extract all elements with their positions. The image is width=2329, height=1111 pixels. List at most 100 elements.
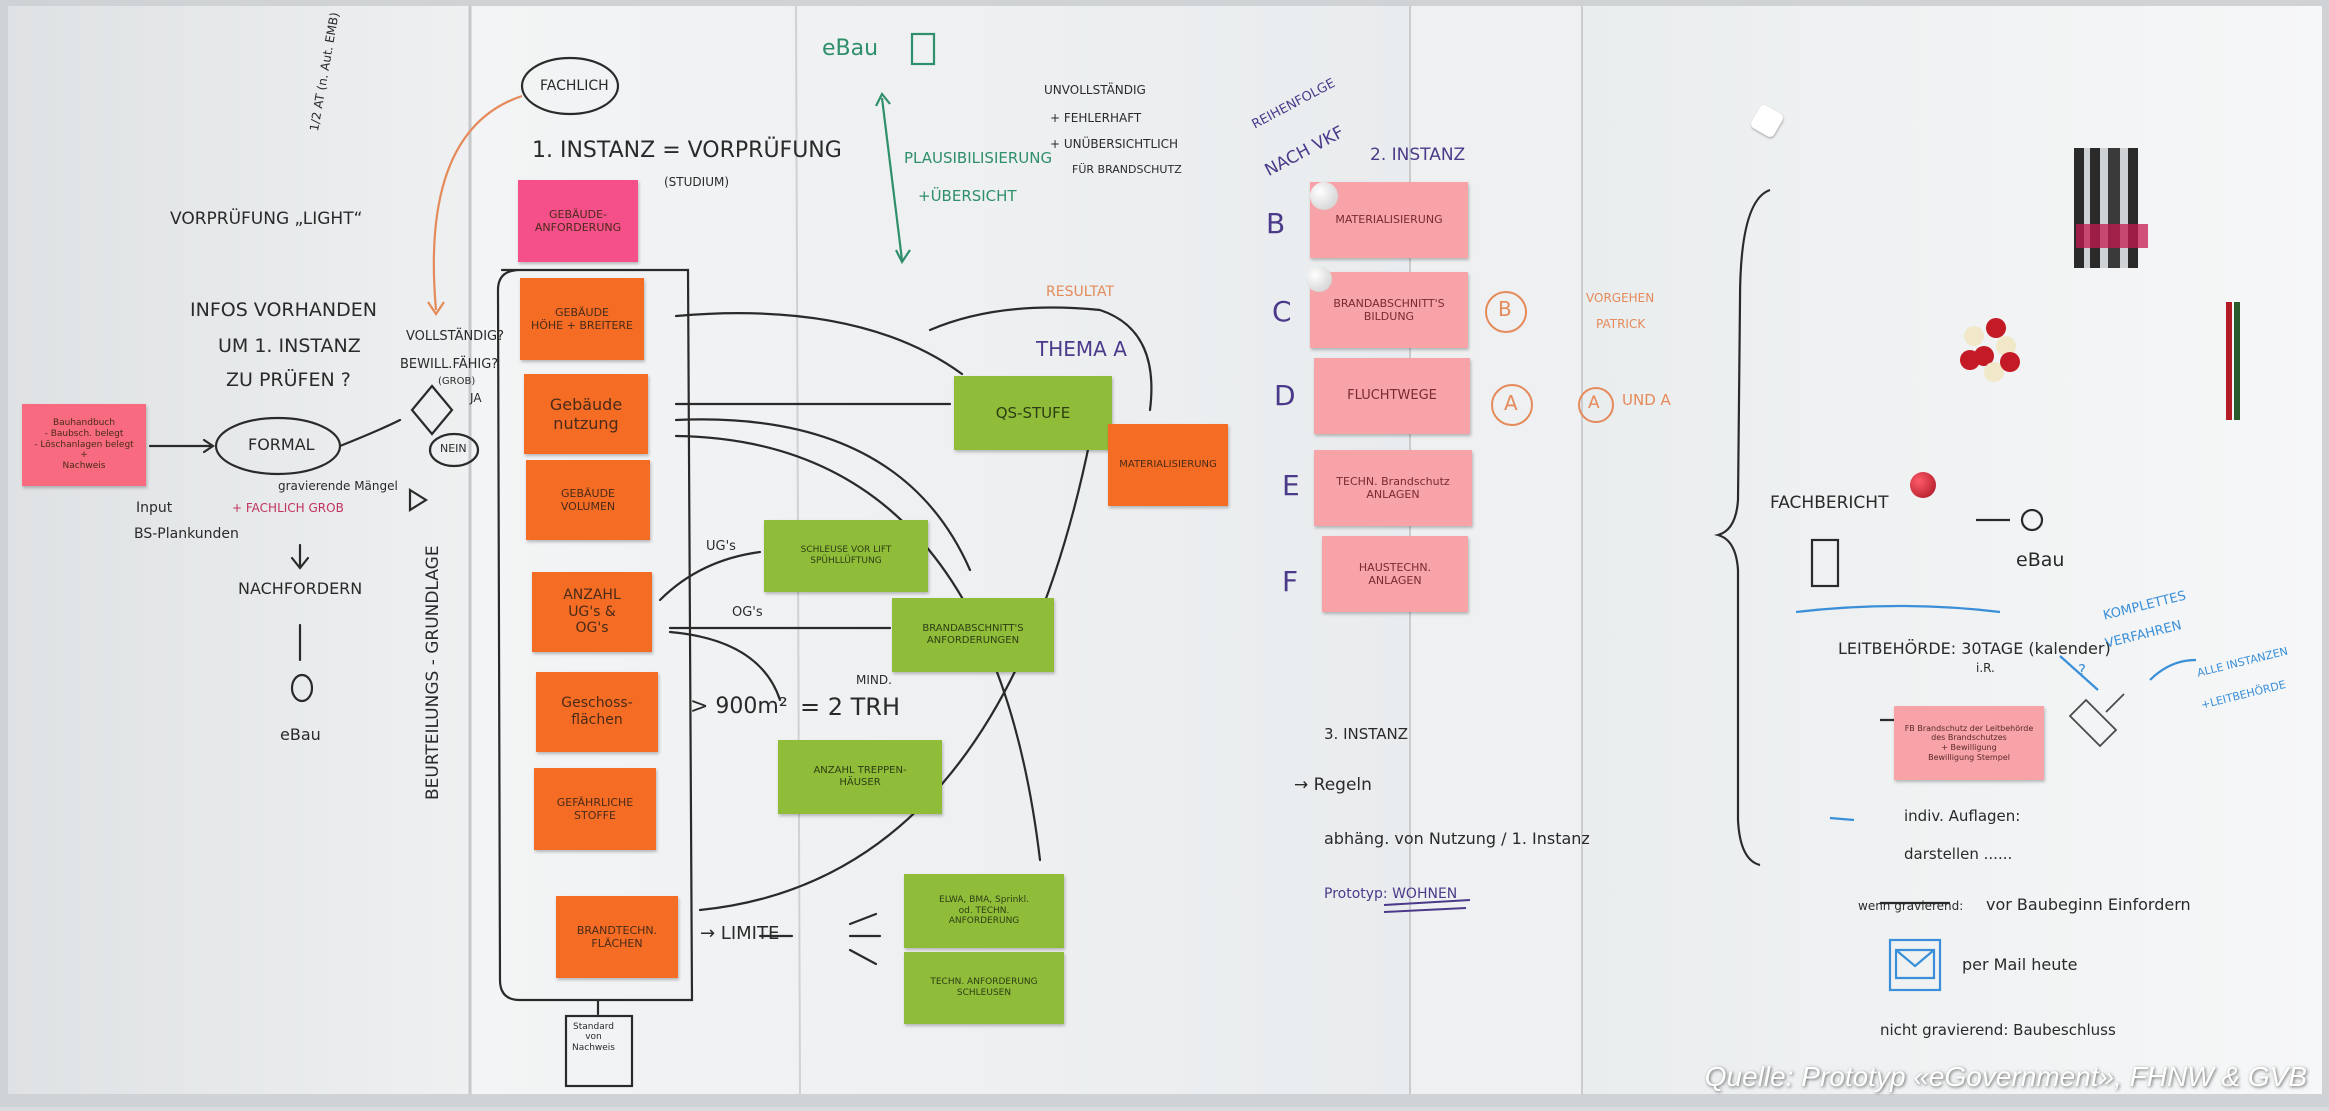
darstellen-label: darstellen ...... — [1904, 845, 2013, 863]
mind-label: MIND. — [856, 673, 892, 687]
vorgehen-label: VORGEHEN — [1586, 291, 1655, 305]
magnet-cluster — [1960, 350, 1980, 370]
sticky-brandabschnitt-anforderungen: BRANDABSCHNITT'S ANFORDERUNGEN — [892, 598, 1054, 672]
vor-baubeginn-label: vor Baubeginn Einfordern — [1986, 895, 2191, 914]
unvollstaendig-2: + FEHLERHAFT — [1050, 111, 1142, 125]
letter-b: B — [1266, 207, 1286, 240]
red-pen — [2226, 302, 2232, 420]
ogs-label: OG's — [732, 605, 763, 620]
magnet-cluster — [1984, 362, 2004, 382]
sticky-brandtechn-flaechen: BRANDTECHN. FLÄCHEN — [556, 896, 678, 978]
sticky-fluchtwege: FLUCHTWEGE — [1314, 358, 1470, 434]
letter-e: E — [1282, 469, 1300, 502]
studium-label: (STUDIUM) — [664, 175, 730, 189]
nachfordern-label: NACHFORDERN — [238, 579, 363, 598]
marker-holder — [2074, 148, 2148, 268]
letter-f: F — [1282, 565, 1299, 598]
input-label: Input — [136, 500, 173, 516]
infos-question-2: UM 1. INSTANZ — [218, 335, 361, 357]
beurteilungs-grundlage-label: BEURTEILUNGS - GRUNDLAGE — [423, 545, 443, 800]
abhaengig-label: abhäng. von Nutzung / 1. Instanz — [1324, 829, 1590, 848]
sticky-note-bauhandbuch: Bauhandbuch - Baubsch. belegt - Löschanl… — [22, 404, 146, 486]
thema-a-label: THEMA A — [1036, 337, 1127, 361]
instanz3-heading: 3. INSTANZ — [1324, 725, 1409, 743]
ebau-top-label: eBau — [822, 36, 879, 61]
instanz1-heading: 1. INSTANZ = VORPRÜFUNG — [532, 138, 842, 163]
sticky-geschossflaechen: Geschoss- flächen — [536, 672, 658, 752]
sticky-techn-schleusen: TECHN. ANFORDERUNG SCHLEUSEN — [904, 952, 1064, 1024]
standard-nachweis-label: Standard von Nachweis — [572, 1022, 615, 1053]
ebau-right-label: eBau — [2016, 549, 2065, 571]
ja-label: JA — [470, 391, 482, 405]
sticky-qs-stufe: QS-STUFE — [954, 376, 1112, 450]
sticky-haustechn-anlagen: HAUSTECHN. ANLAGEN — [1322, 536, 1468, 612]
regeln-label: → Regeln — [1294, 775, 1372, 795]
und-a-label: UND A — [1622, 391, 1671, 409]
leitbehoerde-label: LEITBEHÖRDE: 30TAGE (kalender) — [1838, 639, 2111, 658]
circle-b-label: B — [1498, 297, 1512, 321]
sticky-materialisierung: MATERIALISIERUNG — [1108, 424, 1228, 506]
limite-label: → LIMITE — [700, 923, 780, 944]
infos-question-3: ZU PRÜFEN ? — [226, 369, 351, 391]
nein-label: NEIN — [440, 442, 467, 455]
ebau-left-label: eBau — [280, 725, 321, 744]
bewill-label: BEWILL.FÄHIG? — [400, 357, 499, 372]
sticky-fb-brandschutz-stempel: FB Brandschutz der Leitbehörde des Brand… — [1894, 706, 2044, 780]
circle-a1-label: A — [1504, 391, 1518, 415]
magnet-cluster — [2000, 352, 2020, 372]
sticky-anzahl-treppenhaeuser: ANZAHL TREPPEN- HÄUSER — [778, 740, 942, 814]
uebersicht-label: +ÜBERSICHT — [918, 187, 1017, 205]
sticky-gebaeude-volumen: GEBÄUDE VOLUMEN — [526, 460, 650, 540]
magnet-cluster — [1964, 326, 1984, 346]
fachbericht-label: FACHBERICHT — [1770, 493, 1889, 513]
sticky-techn-brandschutz-anlagen: TECHN. Brandschutz ANLAGEN — [1314, 450, 1472, 526]
unvollstaendig-4: FÜR BRANDSCHUTZ — [1072, 163, 1182, 176]
gt-900-label: > 900m² — [690, 694, 788, 719]
magnet-cluster — [1996, 336, 2016, 356]
sticky-schleuse-lift: SCHLEUSE VOR LIFT SPÜHLLÜFTUNG — [764, 520, 928, 592]
white-magnet — [1310, 182, 1338, 210]
prototyp-wohnen-label: Prototyp: WOHNEN — [1324, 886, 1458, 902]
infos-question-1: INFOS VORHANDEN — [190, 299, 377, 321]
sticky-elwa-bma: ELWA, BMA, Sprinkl. od. TECHN. ANFORDERU… — [904, 874, 1064, 948]
white-magnet — [1306, 266, 1332, 292]
sticky-gebaeude-anforderung: GEBÄUDE- ANFORDERUNG — [518, 180, 638, 262]
sticky-gefaehrliche-stoffe: GEFÄHRLICHE STOFFE — [534, 768, 656, 850]
wenn-gravierend-label: wenn gravierend: — [1858, 899, 1964, 913]
source-credit: Quelle: Prototyp «eGovernment», FHNW & G… — [1704, 1061, 2307, 1092]
resultat-label: RESULTAT — [1046, 284, 1115, 300]
sticky-gebaeude-hoehe: GEBÄUDE HÖHE + BREITERE — [520, 278, 644, 360]
red-magnet — [1910, 472, 1936, 498]
gravierende-label: gravierende Mängel — [278, 479, 398, 493]
two-trh-label: = 2 TRH — [800, 693, 901, 721]
fachlich-grob-label: + FACHLICH GROB — [232, 501, 344, 515]
green-pen — [2234, 302, 2240, 420]
circle-a2-label: A — [1588, 393, 1600, 413]
plausibilisierung-label: PLAUSIBILISIERUNG — [904, 149, 1053, 167]
patrick-label: PATRICK — [1596, 317, 1646, 331]
unvollstaendig-1: UNVOLLSTÄNDIG — [1044, 83, 1146, 97]
letter-d: D — [1274, 379, 1296, 412]
instanz2-heading: 2. INSTANZ — [1370, 145, 1466, 165]
fachlich-label: FACHLICH — [540, 78, 609, 94]
ir-label: i.R. — [1976, 661, 1995, 675]
per-mail-label: per Mail heute — [1962, 955, 2078, 974]
indiv-auflagen-label: indiv. Auflagen: — [1904, 807, 2021, 825]
question-mark: ? — [2078, 661, 2086, 679]
bs-plankunden-label: BS-Plankunden — [134, 526, 239, 542]
grob-label: (GROB) — [438, 376, 476, 387]
vorpruefung-light: VORPRÜFUNG „LIGHT“ — [170, 209, 363, 229]
sticky-anzahl-ugs-ogs: ANZAHL UG's & OG's — [532, 572, 652, 652]
sticky-brandabschnitt-bildung: BRANDABSCHNITT'S BILDUNG — [1310, 272, 1468, 348]
ugs-label: UG's — [706, 539, 736, 554]
vollstaendig-label: VOLLSTÄNDIG? — [406, 329, 505, 344]
formal-label: FORMAL — [248, 435, 315, 454]
nicht-gravierend-label: nicht gravierend: Baubeschluss — [1880, 1021, 2116, 1039]
letter-c: C — [1272, 295, 1292, 328]
magnet-cluster — [1986, 318, 2006, 338]
marker-caps — [2076, 224, 2148, 248]
unvollstaendig-3: + UNÜBERSICHTLICH — [1050, 137, 1179, 151]
sticky-gebaeude-nutzung: Gebäude nutzung — [524, 374, 648, 454]
